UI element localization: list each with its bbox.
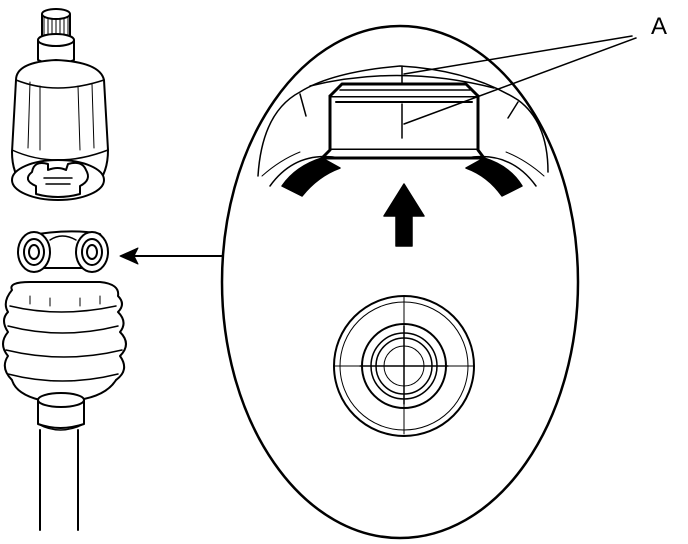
detail-pointer-arrow	[119, 247, 229, 265]
roller-block	[320, 82, 486, 160]
direction-arrow-up	[383, 183, 425, 247]
detail-view	[220, 24, 637, 540]
tripod-spider	[17, 230, 109, 273]
cv-boot	[2, 281, 127, 401]
bearing-end-view	[333, 295, 475, 437]
axle-shaft	[37, 392, 85, 531]
leader-line-upper	[403, 35, 633, 75]
leader-line-lower	[403, 37, 637, 125]
tulip-arm-left	[281, 157, 341, 197]
callout-label-a: A	[651, 13, 668, 40]
tulip-arm-right	[465, 157, 523, 197]
outer-joint-housing	[11, 8, 109, 201]
